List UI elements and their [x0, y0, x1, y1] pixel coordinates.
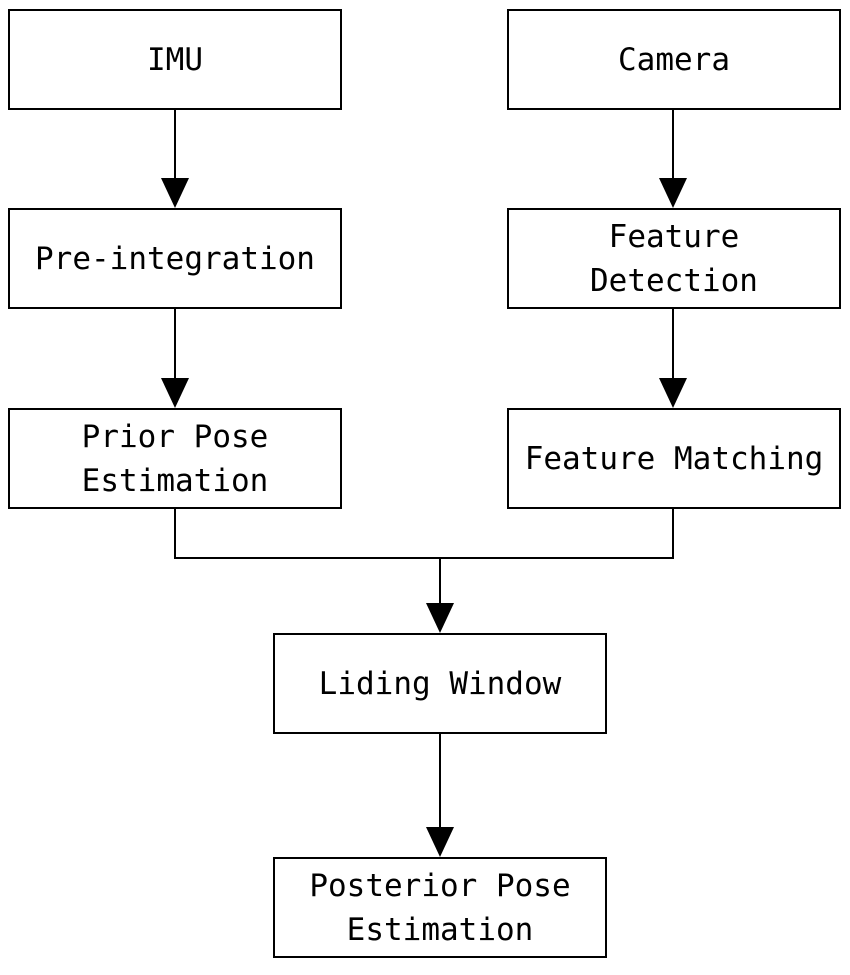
edge-merge — [174, 509, 674, 559]
node-feature-detection: Feature Detection — [507, 208, 841, 309]
arrowhead-preintegration — [161, 178, 189, 208]
arrowhead-posterior — [426, 827, 454, 857]
node-sliding-window: Liding Window — [273, 633, 607, 734]
node-posterior-pose-estimation: Posterior Pose Estimation — [273, 857, 607, 958]
node-camera: Camera — [507, 9, 841, 110]
arrowhead-featuredetection — [659, 178, 687, 208]
arrowhead-sliding — [426, 603, 454, 633]
node-prior-pose-estimation: Prior Pose Estimation — [8, 408, 342, 509]
node-preintegration: Pre-integration — [8, 208, 342, 309]
node-imu: IMU — [8, 9, 342, 110]
node-feature-matching: Feature Matching — [507, 408, 841, 509]
arrowhead-featurematching — [659, 378, 687, 408]
arrowhead-prior — [161, 378, 189, 408]
